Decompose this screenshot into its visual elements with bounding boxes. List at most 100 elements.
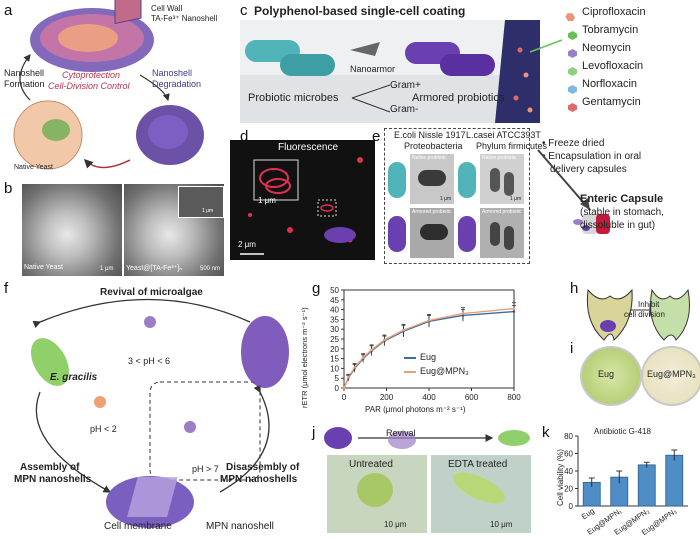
eug-culture-dish [580, 346, 642, 406]
freeze-dried-bullet: • Freeze dried [542, 138, 605, 149]
panel-c-diagram [240, 20, 563, 123]
g-y-tick-label: 30 [330, 325, 339, 334]
panel-letter-b: b [4, 180, 13, 197]
g-data-point [427, 319, 431, 322]
lcasei-armored-label: Armored probiotic [482, 209, 522, 215]
fluorescence-image [230, 140, 375, 260]
panel-letter-c: c [240, 2, 248, 19]
edta-treated-label: EDTA treated [448, 459, 508, 470]
panel-letter-k: k [542, 424, 550, 441]
fluorescence-label: Fluorescence [278, 142, 339, 153]
delivery-capsules-bullet: delivery capsules [550, 164, 627, 175]
g-y-tick-label: 40 [330, 306, 339, 315]
panel-letter-f: f [4, 280, 9, 297]
gram-positive-label: Gram+ [390, 80, 421, 91]
nanoshell-degradation-label-1: Nanoshell [152, 68, 193, 78]
fluorescence-inset-scale: 1 μm [258, 196, 276, 205]
g-data-point [512, 307, 516, 310]
probiotic-microbes-label: Probiotic microbes [248, 92, 339, 104]
hexagon-icon [568, 99, 577, 117]
ph-mid-label: 3 < pH < 6 [128, 356, 171, 366]
native-yeast-tem-label: Native Yeast [24, 264, 63, 271]
hexagon-icon [565, 8, 578, 22]
fluorescence-scale: 2 μm [238, 240, 256, 249]
panel-letter-a: a [4, 2, 13, 19]
g-x-tick-label: 400 [422, 393, 436, 402]
disassembly-label-1: Disassembly of [226, 462, 300, 473]
tem-inset-image [178, 186, 224, 218]
g-x-tick-label: 600 [465, 393, 479, 402]
inset-scale: 1 μm [202, 208, 214, 214]
g-y-tick-label: 0 [335, 384, 340, 393]
hexagon-icon [568, 81, 577, 99]
ecoli-armored-label: Armored probiotic [412, 209, 452, 215]
g-y-tick-label: 25 [330, 335, 339, 344]
assembly-label-2: MPN nanoshells [14, 474, 92, 485]
k-x-tick-label: Eug [580, 506, 596, 521]
capsule-desc-1: (stable in stomach, [580, 207, 664, 218]
inhibit-label-2: cell division [624, 310, 665, 319]
cell-wall-label: Cell Wall [151, 4, 183, 13]
g-y-tick-label: 20 [330, 345, 339, 354]
hexagon-icon [568, 27, 577, 45]
k-y-tick-label: 60 [564, 450, 573, 459]
lcasei-subtitle: Phylum firmicutes [476, 141, 548, 151]
cytoprotection-label: Cytoprotection [62, 70, 121, 80]
revival-microalgae-label: Revival of microalgae [100, 287, 203, 298]
legend-label-eug-mpn3: Eug@MPN₃ [420, 366, 469, 376]
k-y-tick-label: 20 [564, 485, 573, 494]
panel-e-images [388, 154, 524, 258]
ecoli-title: E.coli Nissle 1917 [394, 130, 466, 140]
g-data-point [353, 366, 356, 369]
g-x-tick-label: 200 [380, 393, 394, 402]
untreated-label: Untreated [349, 459, 393, 470]
ecoli-native-scale: 1 μm [440, 196, 452, 202]
nanoshell-degradation-label-2: Degradation [152, 79, 202, 89]
k-bar [637, 464, 656, 507]
edta-treated-scale: 10 μm [490, 520, 513, 529]
g-data-point [346, 375, 350, 379]
panel-letter-h: h [570, 280, 579, 297]
untreated-microscopy-image [327, 455, 427, 533]
mpn-nanoshell-label: MPN nanoshell [206, 521, 274, 532]
g-y-tick-label: 35 [330, 315, 339, 324]
edta-treated-microscopy-image [431, 455, 531, 533]
k-y-tick-label: 0 [569, 502, 574, 511]
capsule-icon [537, 149, 610, 234]
hexagon-icon [568, 63, 577, 81]
panel-letter-j: j [312, 424, 316, 441]
g-y-tick-label: 10 [330, 364, 339, 373]
antibiotic-list: Ciprofloxacin Tobramycin Neomycin Levofl… [565, 6, 698, 124]
k-y-axis-label: Cell viability (%) [556, 449, 565, 506]
armored-probiotics-label: Armored probiotics [412, 92, 505, 104]
encapsulation-bullet: • Encapsulation in oral [542, 151, 642, 162]
nanoshell-label: TA-Fe³⁺ Nanoshell [151, 14, 218, 23]
native-yeast-scale: 1 μm [100, 266, 114, 272]
inhibit-label-1: Inhibit [638, 300, 660, 309]
coating-title: Polyphenol-based single-cell coating [254, 4, 466, 18]
nanoarmor-label: Nanoarmor [350, 64, 396, 74]
untreated-scale: 10 μm [384, 520, 407, 529]
g-y-tick-label: 5 [335, 374, 340, 383]
g-y-axis-label: rETR (μmol electrons m⁻² s⁻¹) [300, 307, 309, 408]
g-data-point [402, 328, 405, 332]
legend-label-eug: Eug [420, 352, 437, 362]
panel-f-diagram [31, 298, 289, 528]
nanoshell-formation-label-1: Nanoshell [4, 68, 45, 78]
capsule-desc-2: dissoluble in gut) [580, 220, 656, 231]
panel-letter-e: e [372, 128, 381, 145]
panel-e-frame [384, 128, 530, 264]
panel-letter-g: g [312, 280, 321, 297]
g-y-tick-label: 50 [330, 286, 339, 295]
k-y-tick-label: 40 [564, 467, 573, 476]
k-y-tick-label: 80 [564, 432, 573, 441]
coated-yeast-scale: 500 nm [200, 266, 221, 272]
panel-letter-d: d [240, 128, 249, 145]
g-x-tick-label: 800 [507, 393, 521, 402]
g-data-point [361, 356, 365, 359]
antibiotic-g418-label: Antibiotic G-418 [594, 427, 651, 436]
native-yeast-tem-image [22, 184, 122, 276]
egracilis-label: E. gracilis [50, 372, 98, 383]
